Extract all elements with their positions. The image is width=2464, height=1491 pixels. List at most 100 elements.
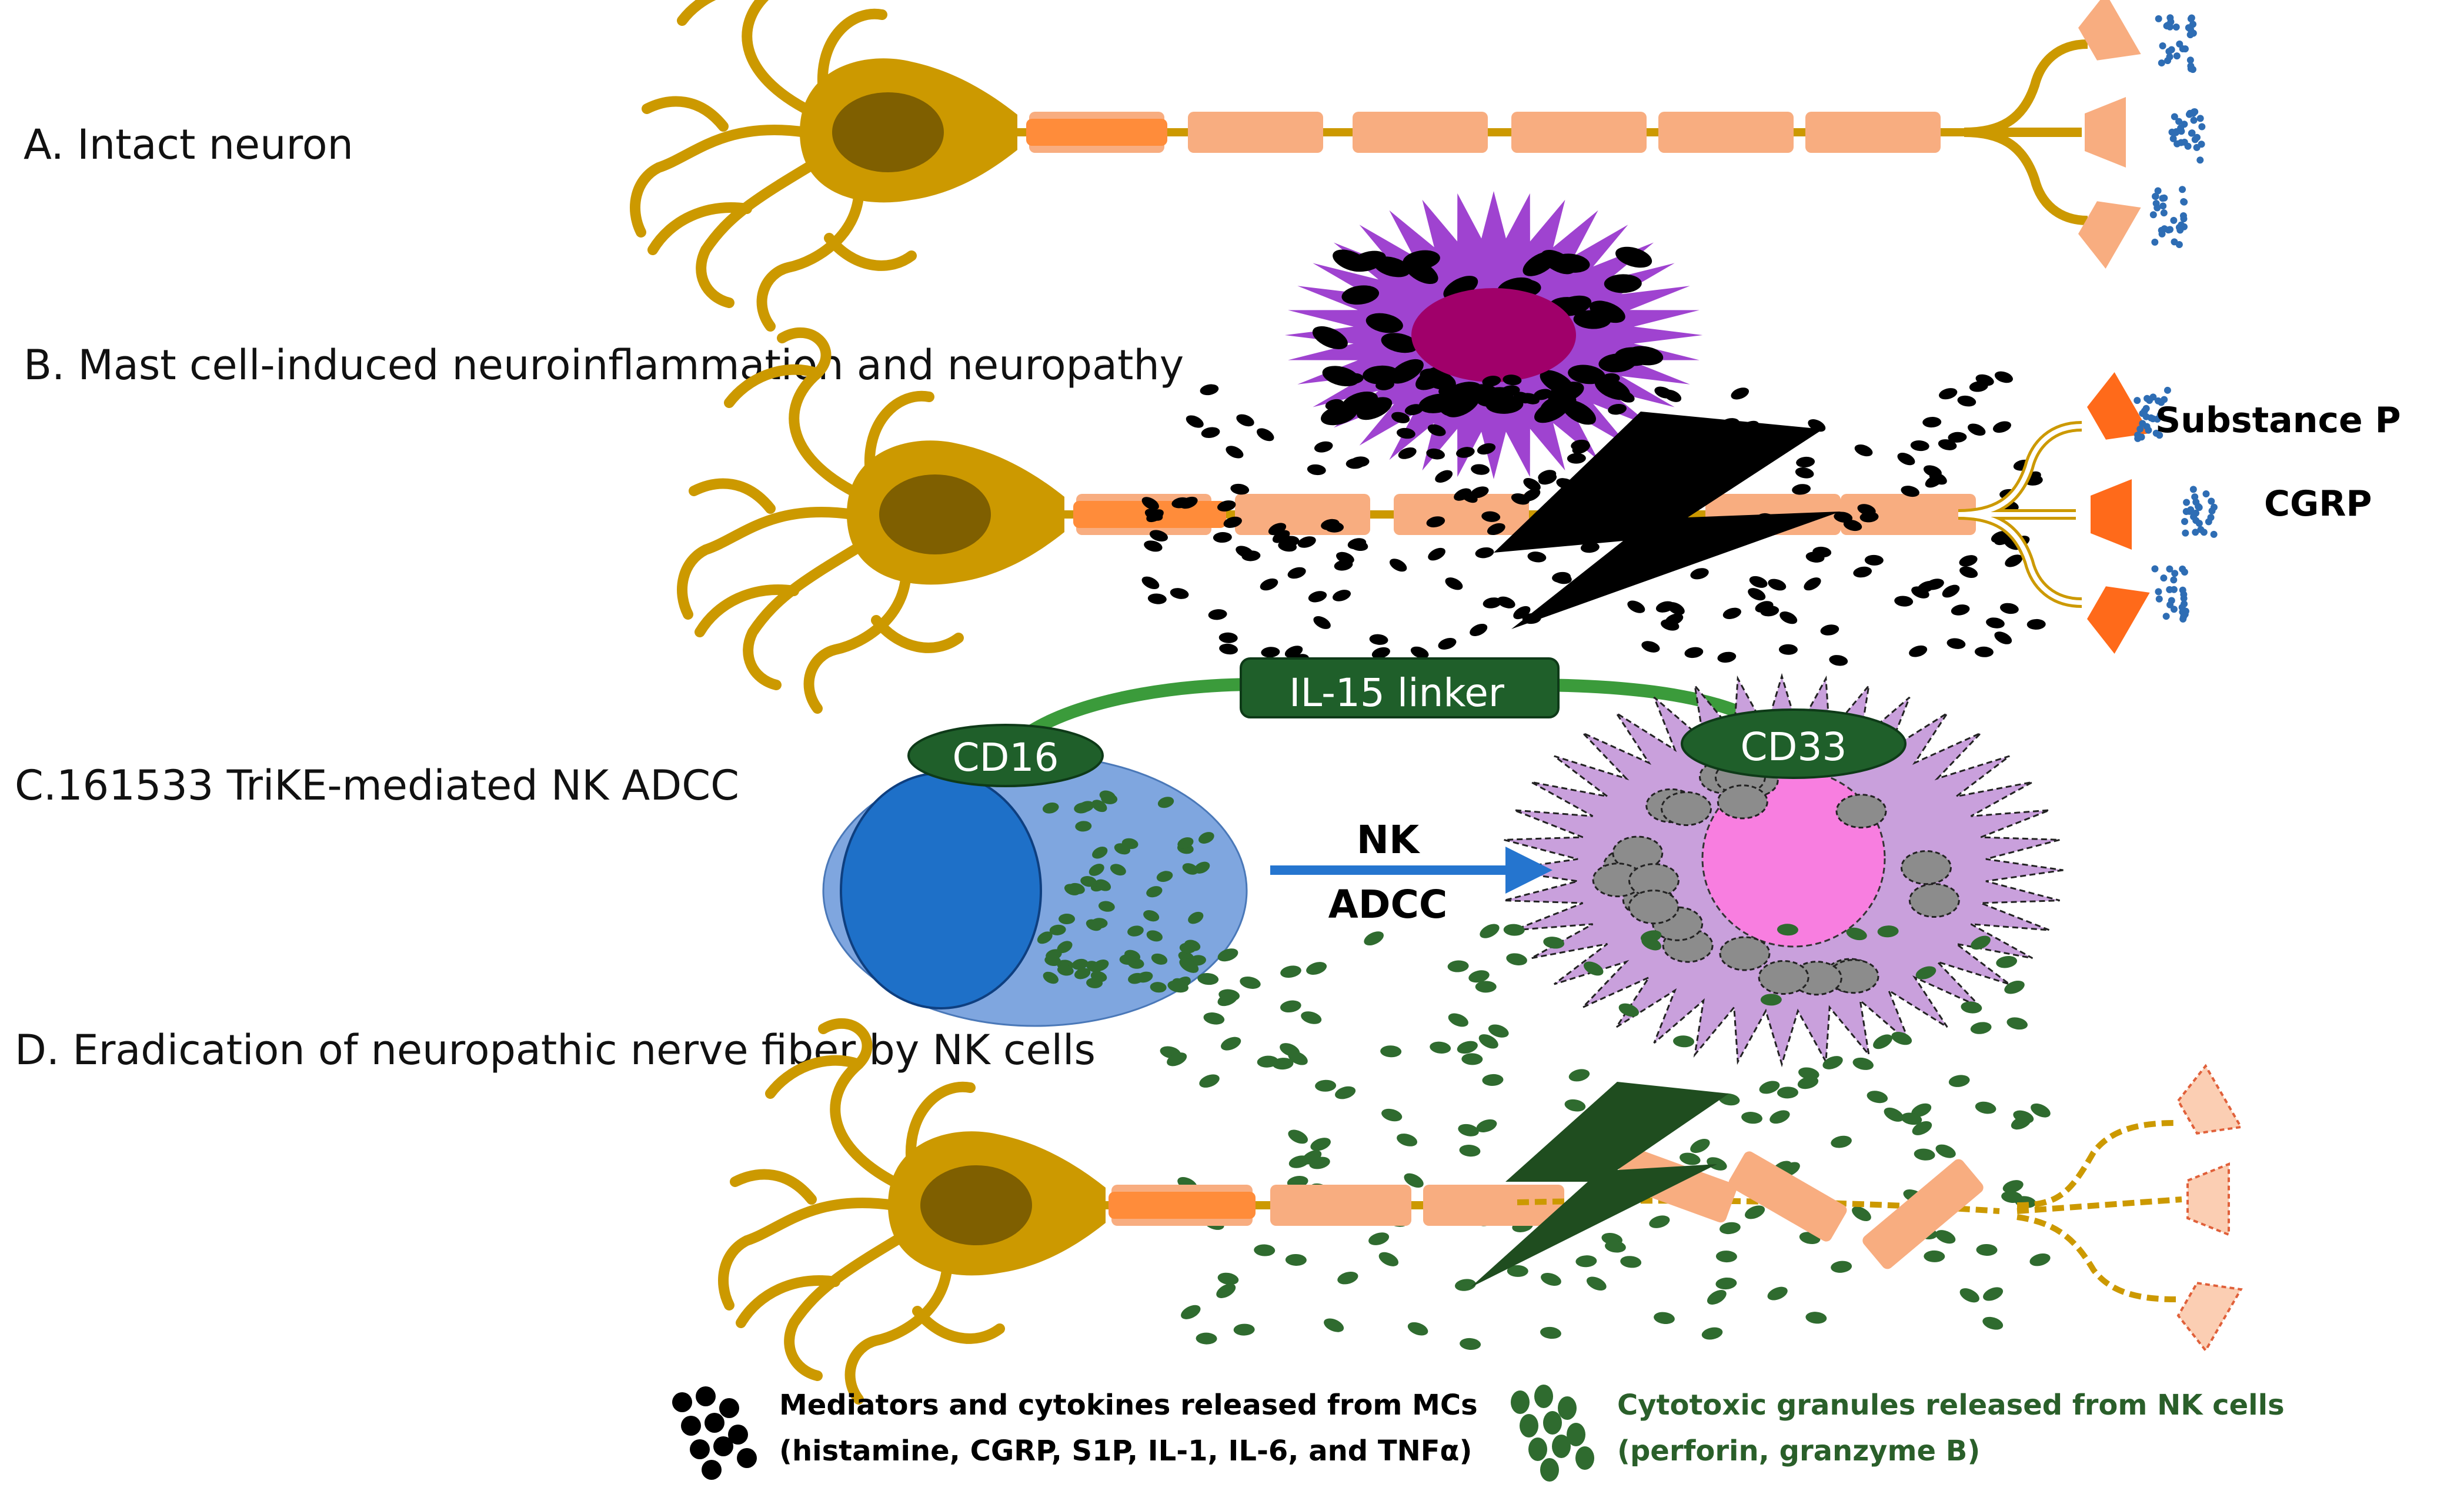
vesicle <box>2155 15 2162 22</box>
granule-dot <box>1513 392 1532 404</box>
vesicle <box>2181 518 2189 526</box>
vesicle <box>2173 52 2181 60</box>
cgrp-label: CGRP <box>2264 483 2372 524</box>
granule-dot <box>1552 573 1572 584</box>
granule-dot <box>1278 540 1297 552</box>
granule-dot <box>1797 1076 1819 1089</box>
vesicle <box>2192 509 2200 517</box>
granule-dot <box>1935 1144 1956 1158</box>
granule-dot <box>1057 965 1074 976</box>
granule-dot <box>1996 955 2018 968</box>
terminal-b-1 <box>2087 372 2150 440</box>
granule-dot <box>1745 1205 1765 1219</box>
panel-d-label: D. Eradication of neuropathic nerve fibe… <box>15 1026 1096 1074</box>
granule-dot <box>1287 567 1306 579</box>
granule-dot <box>1157 797 1174 808</box>
legend-dot <box>672 1392 692 1412</box>
granule-dot <box>1147 593 1167 604</box>
vesicle <box>2187 15 2195 22</box>
granule-dot <box>1071 958 1089 970</box>
granule-dot <box>1213 532 1232 543</box>
legend-dot <box>1528 1437 1547 1461</box>
granule-dot <box>1562 400 1596 425</box>
neuron-d-soma <box>723 1024 1106 1399</box>
granule-dot <box>1475 981 1497 993</box>
myelin-a-1 <box>1188 112 1323 153</box>
target-granule <box>1661 791 1712 826</box>
terminal-b-2 <box>2091 479 2132 550</box>
degraded-terminal-3 <box>2016 1214 2176 1302</box>
cell-nucleus <box>879 474 991 554</box>
vesicle <box>2160 209 2168 217</box>
granule-dot <box>1470 486 1489 499</box>
granule-dot <box>1523 251 1557 276</box>
adcc-arrowhead <box>1505 847 1552 894</box>
granule-dot <box>1625 346 1664 366</box>
vesicle <box>2160 574 2168 582</box>
granule-dot <box>1769 1110 1790 1124</box>
granule-dot <box>1457 1041 1478 1054</box>
neuron-a-soma <box>635 0 1017 326</box>
granule-dot <box>1884 1107 1904 1122</box>
granule-dot <box>1948 1075 1970 1087</box>
granule-dot <box>1144 509 1163 521</box>
granule-dot <box>1901 1112 1922 1125</box>
broken-myelin-2 <box>1728 1151 1847 1242</box>
legend-granules-line1: Cytotoxic granules released from NK cell… <box>1617 1389 2285 1422</box>
vesicle <box>2170 606 2178 613</box>
granule-dot <box>1301 1150 1322 1165</box>
vesicle <box>2190 116 2198 124</box>
legend-dot <box>1520 1414 1538 1437</box>
granule-dot <box>1767 1286 1788 1301</box>
degraded-cone-1 <box>2176 1064 2243 1135</box>
vesicle <box>2197 526 2205 533</box>
vesicle <box>2154 187 2162 195</box>
granule-dot <box>1994 371 2013 383</box>
granule-dot <box>1482 1074 1504 1086</box>
granule-dot <box>1804 577 1821 591</box>
adcc-label-line1: NK <box>1356 817 1420 862</box>
granule-dot <box>1798 1067 1819 1080</box>
granule-dot <box>1477 443 1496 455</box>
granule-dot <box>1398 447 1417 459</box>
granule-dot <box>1381 1108 1403 1122</box>
granule-dot <box>1910 440 1929 452</box>
granule-dot <box>1223 516 1242 528</box>
target-granule <box>1900 850 1952 885</box>
cell-nucleus <box>832 92 944 172</box>
granule-dot <box>1144 540 1163 552</box>
granule-dot <box>1310 1138 1331 1151</box>
granule-dot <box>1236 546 1254 558</box>
granule-dot <box>1260 578 1278 591</box>
granule-dot <box>1074 968 1091 979</box>
granule-dot <box>1349 250 1386 272</box>
granule-dot <box>1407 1322 1428 1336</box>
terminal-a-2 <box>2085 97 2126 168</box>
granule-dot <box>1396 427 1415 439</box>
vesicle <box>2144 395 2151 402</box>
target-granule <box>1758 960 1809 995</box>
vesicle <box>2181 198 2188 206</box>
granule-dot <box>1947 638 1966 649</box>
legend-dot <box>681 1416 701 1436</box>
granule-dot <box>1986 617 2005 629</box>
granule-dot <box>1760 994 1782 1006</box>
granule-dot <box>1307 464 1326 476</box>
vesicles-b-3 <box>2151 565 2189 623</box>
cd33-receptor <box>1681 708 1907 779</box>
granule-dot <box>1203 1012 1225 1025</box>
legend-dot <box>696 1386 716 1406</box>
vesicle <box>2177 139 2185 146</box>
vesicle <box>2180 613 2188 621</box>
vesicle <box>2162 613 2170 620</box>
vesicle <box>2189 486 2197 493</box>
granule-dot <box>1254 1244 1276 1256</box>
granule-dot <box>1488 1024 1509 1038</box>
granule-dot <box>1357 397 1393 420</box>
vesicle <box>2151 238 2159 246</box>
granule-dot <box>1177 837 1194 849</box>
granule-dot <box>1314 441 1333 453</box>
granule-dot <box>1620 1256 1642 1268</box>
terminal-b-3 <box>2087 586 2150 654</box>
